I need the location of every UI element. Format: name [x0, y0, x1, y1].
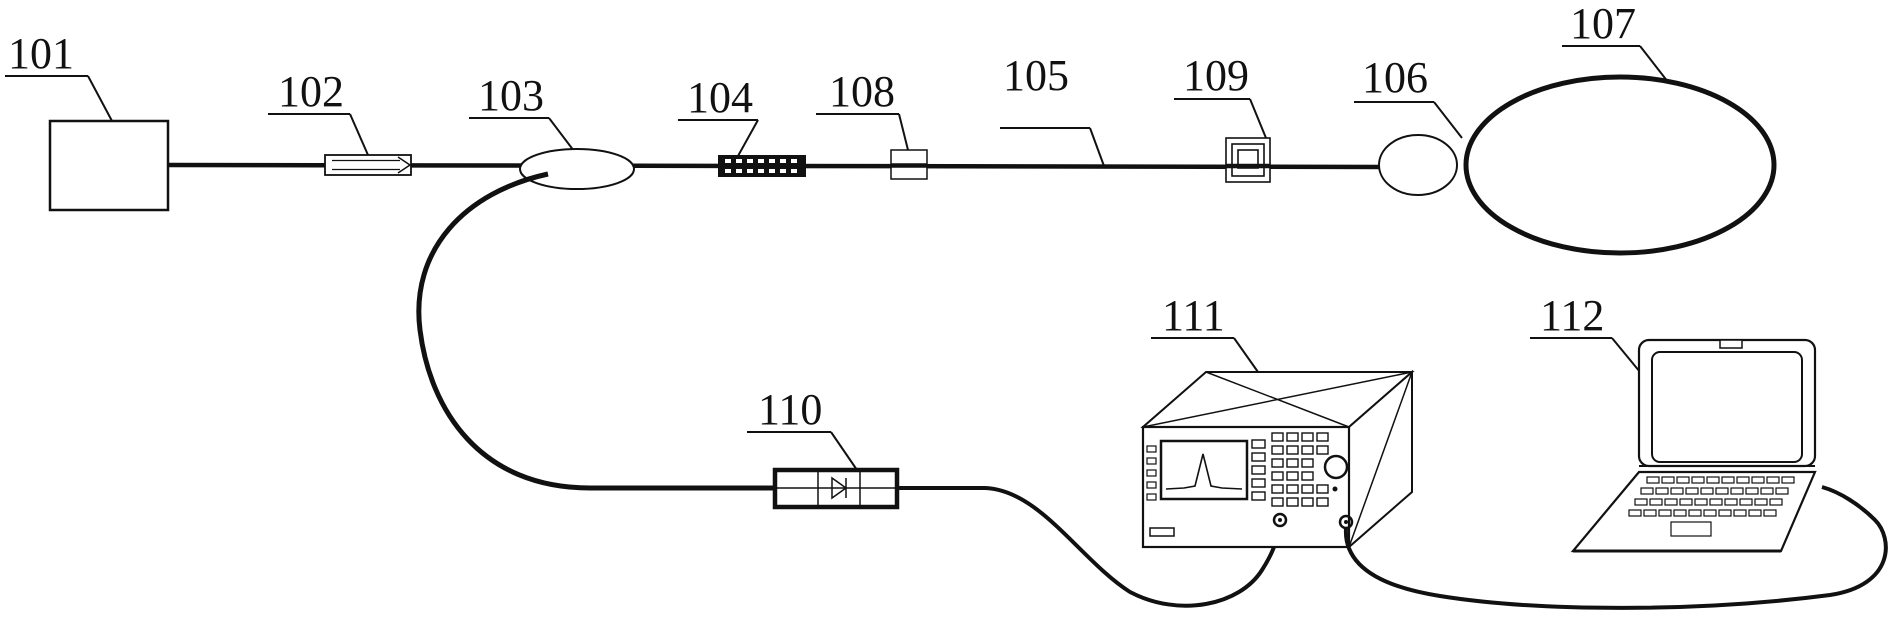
component-109-modulator: [1225, 137, 1271, 183]
ref-number-109: 109: [1183, 51, 1249, 100]
component-103-coupler: [519, 148, 635, 190]
ref-label-110: 110: [747, 385, 858, 471]
ref-number-108: 108: [829, 67, 895, 116]
component-106-coupler: [1378, 134, 1458, 196]
ref-number-107: 107: [1570, 0, 1636, 48]
ref-label-109: 109: [1174, 51, 1267, 139]
component-104-grating: [718, 155, 806, 177]
ref-label-112: 112: [1530, 291, 1641, 373]
ref-number-101: 101: [8, 29, 74, 78]
ref-label-105: 105: [1000, 51, 1105, 167]
ref-label-101: 101: [5, 29, 113, 122]
ref-number-112: 112: [1540, 291, 1604, 340]
ref-label-107: 107: [1562, 0, 1669, 83]
component-107-fiber-ring: [1463, 74, 1777, 256]
ref-number-102: 102: [278, 67, 344, 116]
ref-number-111: 111: [1162, 291, 1225, 340]
ref-number-105: 105: [1003, 51, 1069, 100]
fiber-103-to-110: [416, 171, 776, 491]
ref-label-103: 103: [469, 71, 578, 156]
cable-111-to-112: [1343, 485, 1888, 610]
ref-label-102: 102: [268, 67, 369, 156]
ref-label-104: 104: [678, 73, 759, 157]
ref-number-104: 104: [687, 73, 753, 122]
ref-label-111: 111: [1151, 291, 1259, 373]
ref-label-106: 106: [1354, 53, 1463, 139]
ref-number-110: 110: [758, 385, 822, 434]
component-112-laptop: [1570, 338, 1817, 553]
ref-number-106: 106: [1362, 53, 1428, 102]
component-101-light-source: [48, 119, 170, 212]
cable-110-to-111: [897, 486, 1282, 608]
ref-number-103: 103: [478, 71, 544, 120]
component-111-spectrum-analyzer: [1140, 369, 1415, 550]
ref-label-108: 108: [816, 67, 909, 151]
component-110-photodetector: [772, 467, 900, 510]
component-102-isolator: [324, 154, 412, 176]
